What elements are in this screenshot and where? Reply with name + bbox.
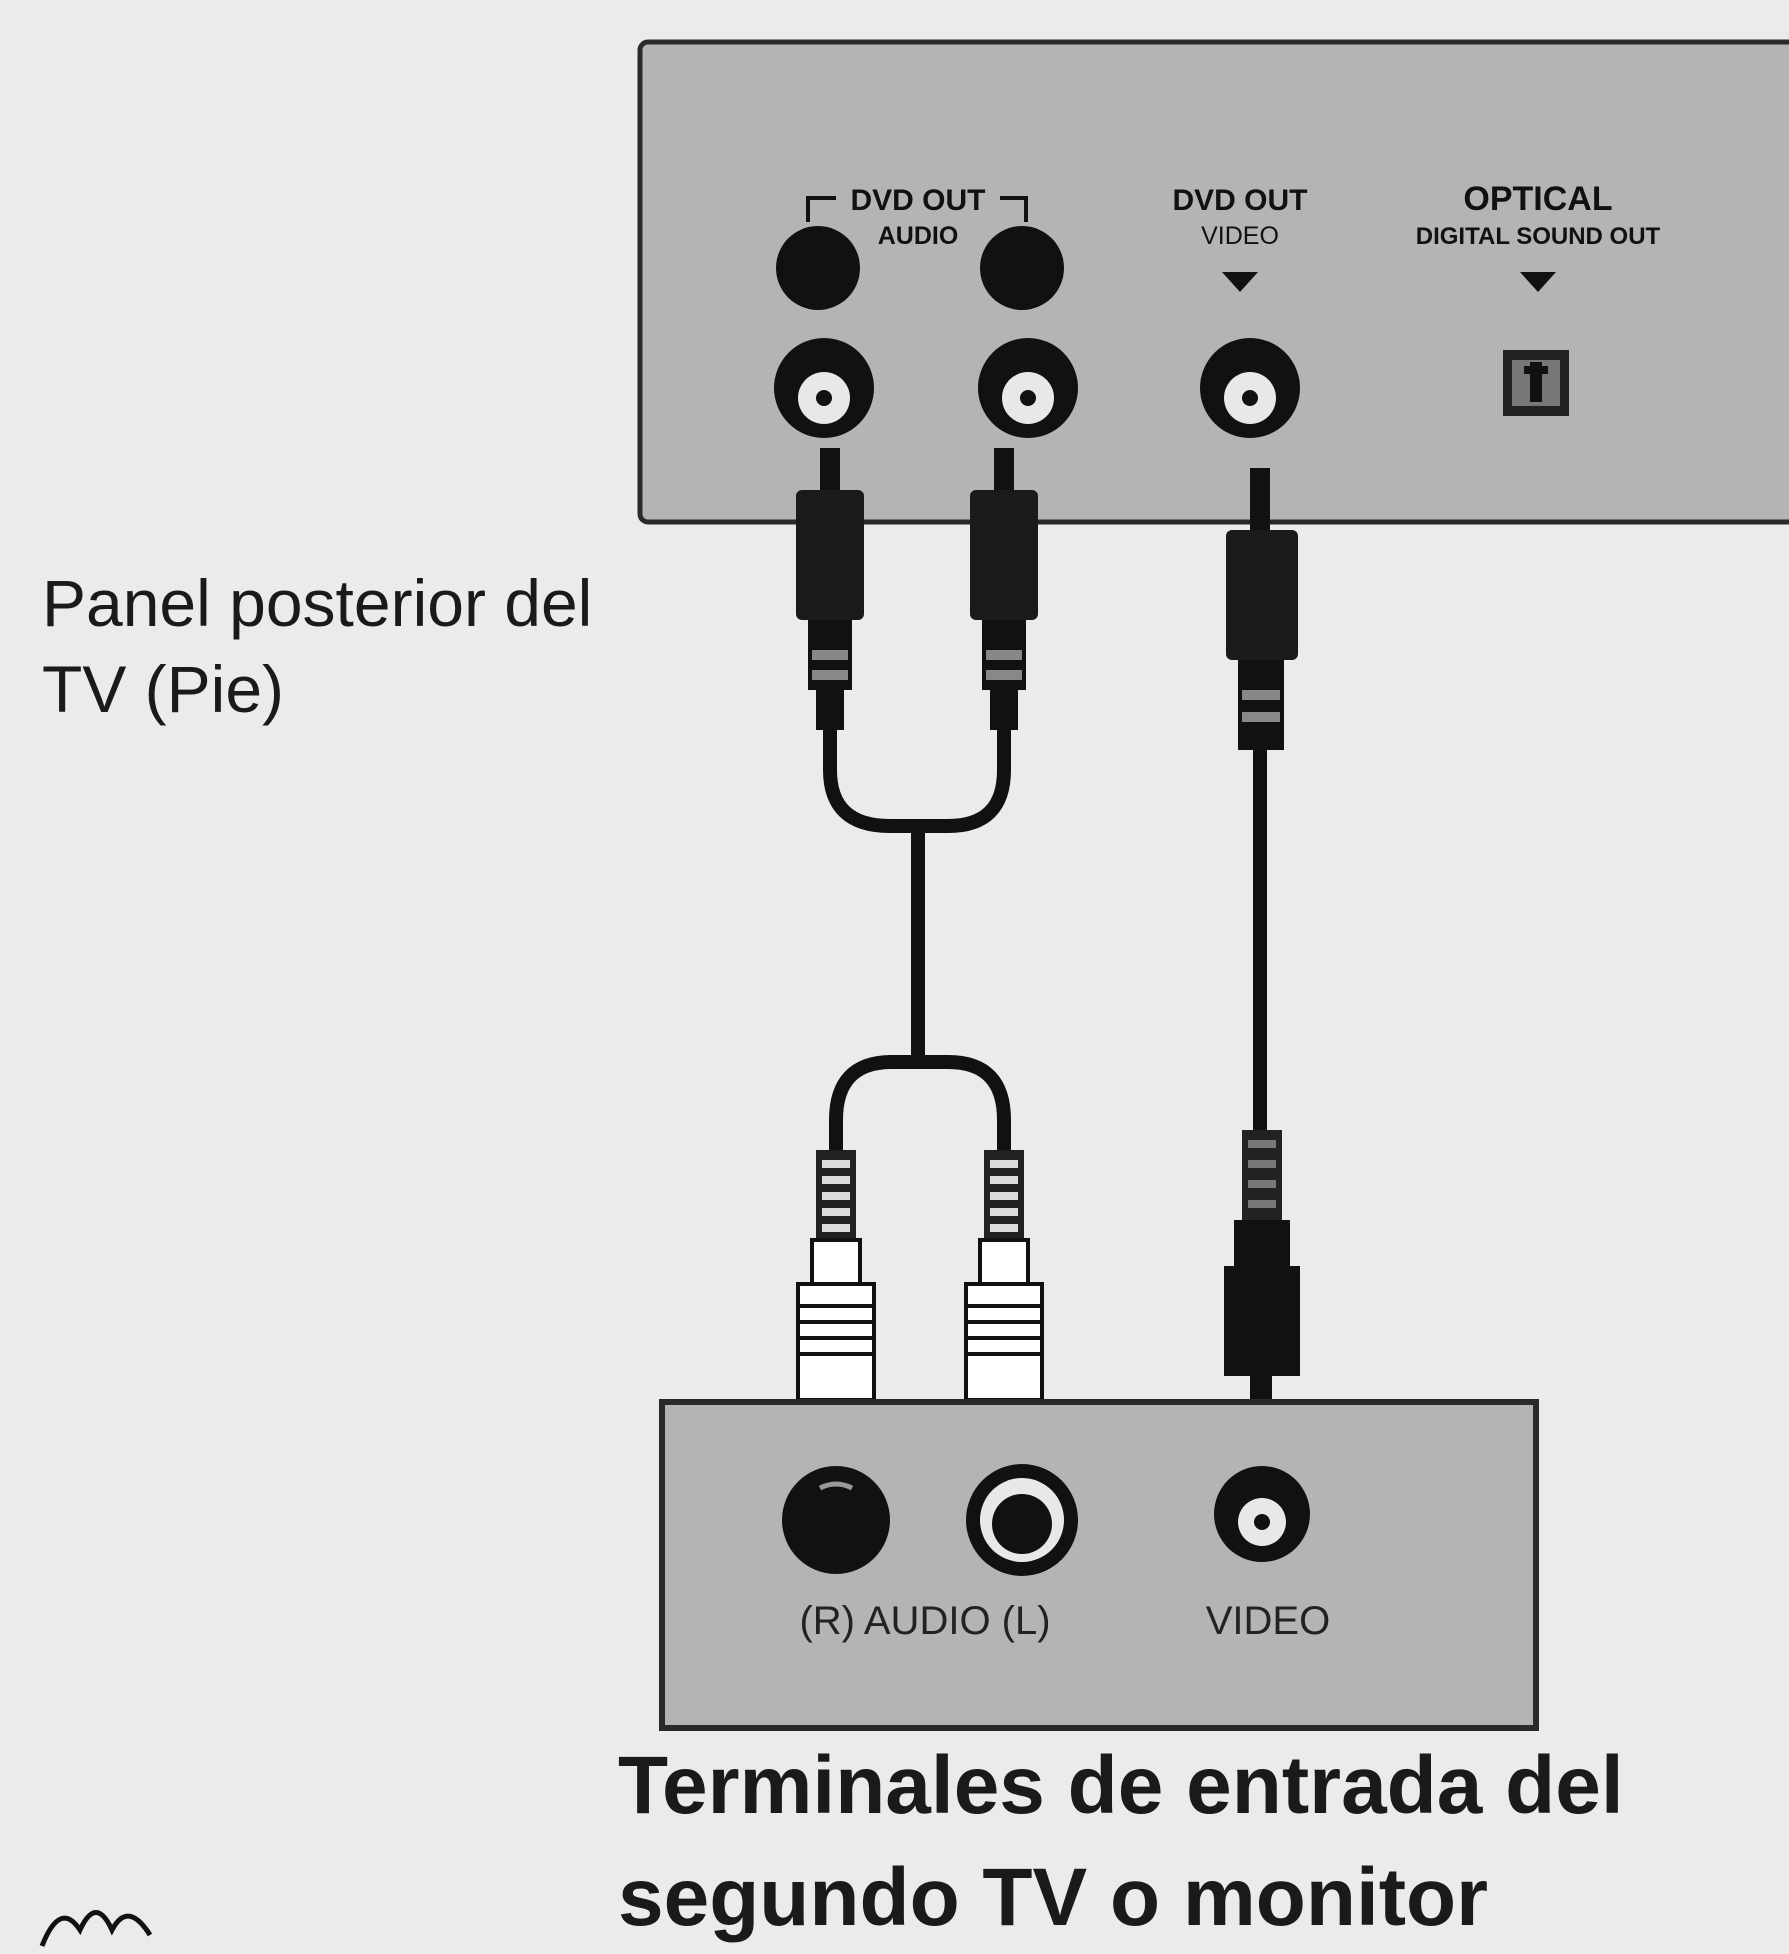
dvd-out-video-label-top: DVD OUT [1173, 184, 1308, 217]
tv-audio-dot-right [980, 226, 1064, 310]
audio-cable-top-split [823, 730, 1011, 833]
audio-plug-monitor-left [796, 1150, 876, 1446]
monitor-audio-jack-r [782, 1466, 890, 1574]
tv-audio-dot-left [776, 226, 860, 310]
tv-audio-jack-right [978, 338, 1078, 438]
tv-audio-jack-left [774, 338, 874, 438]
dvd-out-video-label-bottom: VIDEO [1201, 222, 1279, 250]
audio-cable-bottom-split [829, 1055, 1011, 1150]
video-arrow-icon [1222, 272, 1258, 292]
tv-video-jack [1200, 338, 1300, 438]
video-plug-tv [1226, 468, 1298, 750]
dvd-out-audio-label-top: DVD OUT [851, 184, 986, 217]
tv-rear-panel [637, 39, 1789, 525]
optical-label-top: OPTICAL [1463, 180, 1612, 218]
terminals-caption: Terminales de entrada del segundo TV o m… [618, 1730, 1624, 1954]
handwritten-mark [39, 1910, 153, 1947]
audio-bracket-left [806, 196, 836, 222]
optical-port-icon [1503, 350, 1569, 416]
audio-bracket-right [1000, 196, 1028, 222]
monitor-audio-jack-l [966, 1464, 1078, 1576]
monitor-video-label: VIDEO [1206, 1599, 1330, 1643]
monitor-video-jack [1214, 1466, 1310, 1562]
panel-caption: Panel posterior del TV (Pie) [42, 560, 592, 732]
terminals-caption-line1: Terminales de entrada del [618, 1740, 1624, 1831]
optical-arrow-icon [1520, 272, 1556, 292]
panel-caption-line2: TV (Pie) [42, 652, 285, 726]
audio-plug-tv-right [970, 448, 1038, 730]
monitor-input-panel [659, 1399, 1539, 1731]
optical-label-bottom: DIGITAL SOUND OUT [1416, 223, 1661, 250]
terminals-caption-line2: segundo TV o monitor [618, 1852, 1489, 1943]
video-plug-monitor [1224, 1130, 1300, 1436]
dvd-out-audio-label-bottom: AUDIO [878, 222, 959, 250]
monitor-audio-label: (R) AUDIO (L) [799, 1599, 1050, 1643]
panel-caption-line1: Panel posterior del [42, 566, 593, 640]
audio-plug-tv-left [796, 448, 864, 730]
